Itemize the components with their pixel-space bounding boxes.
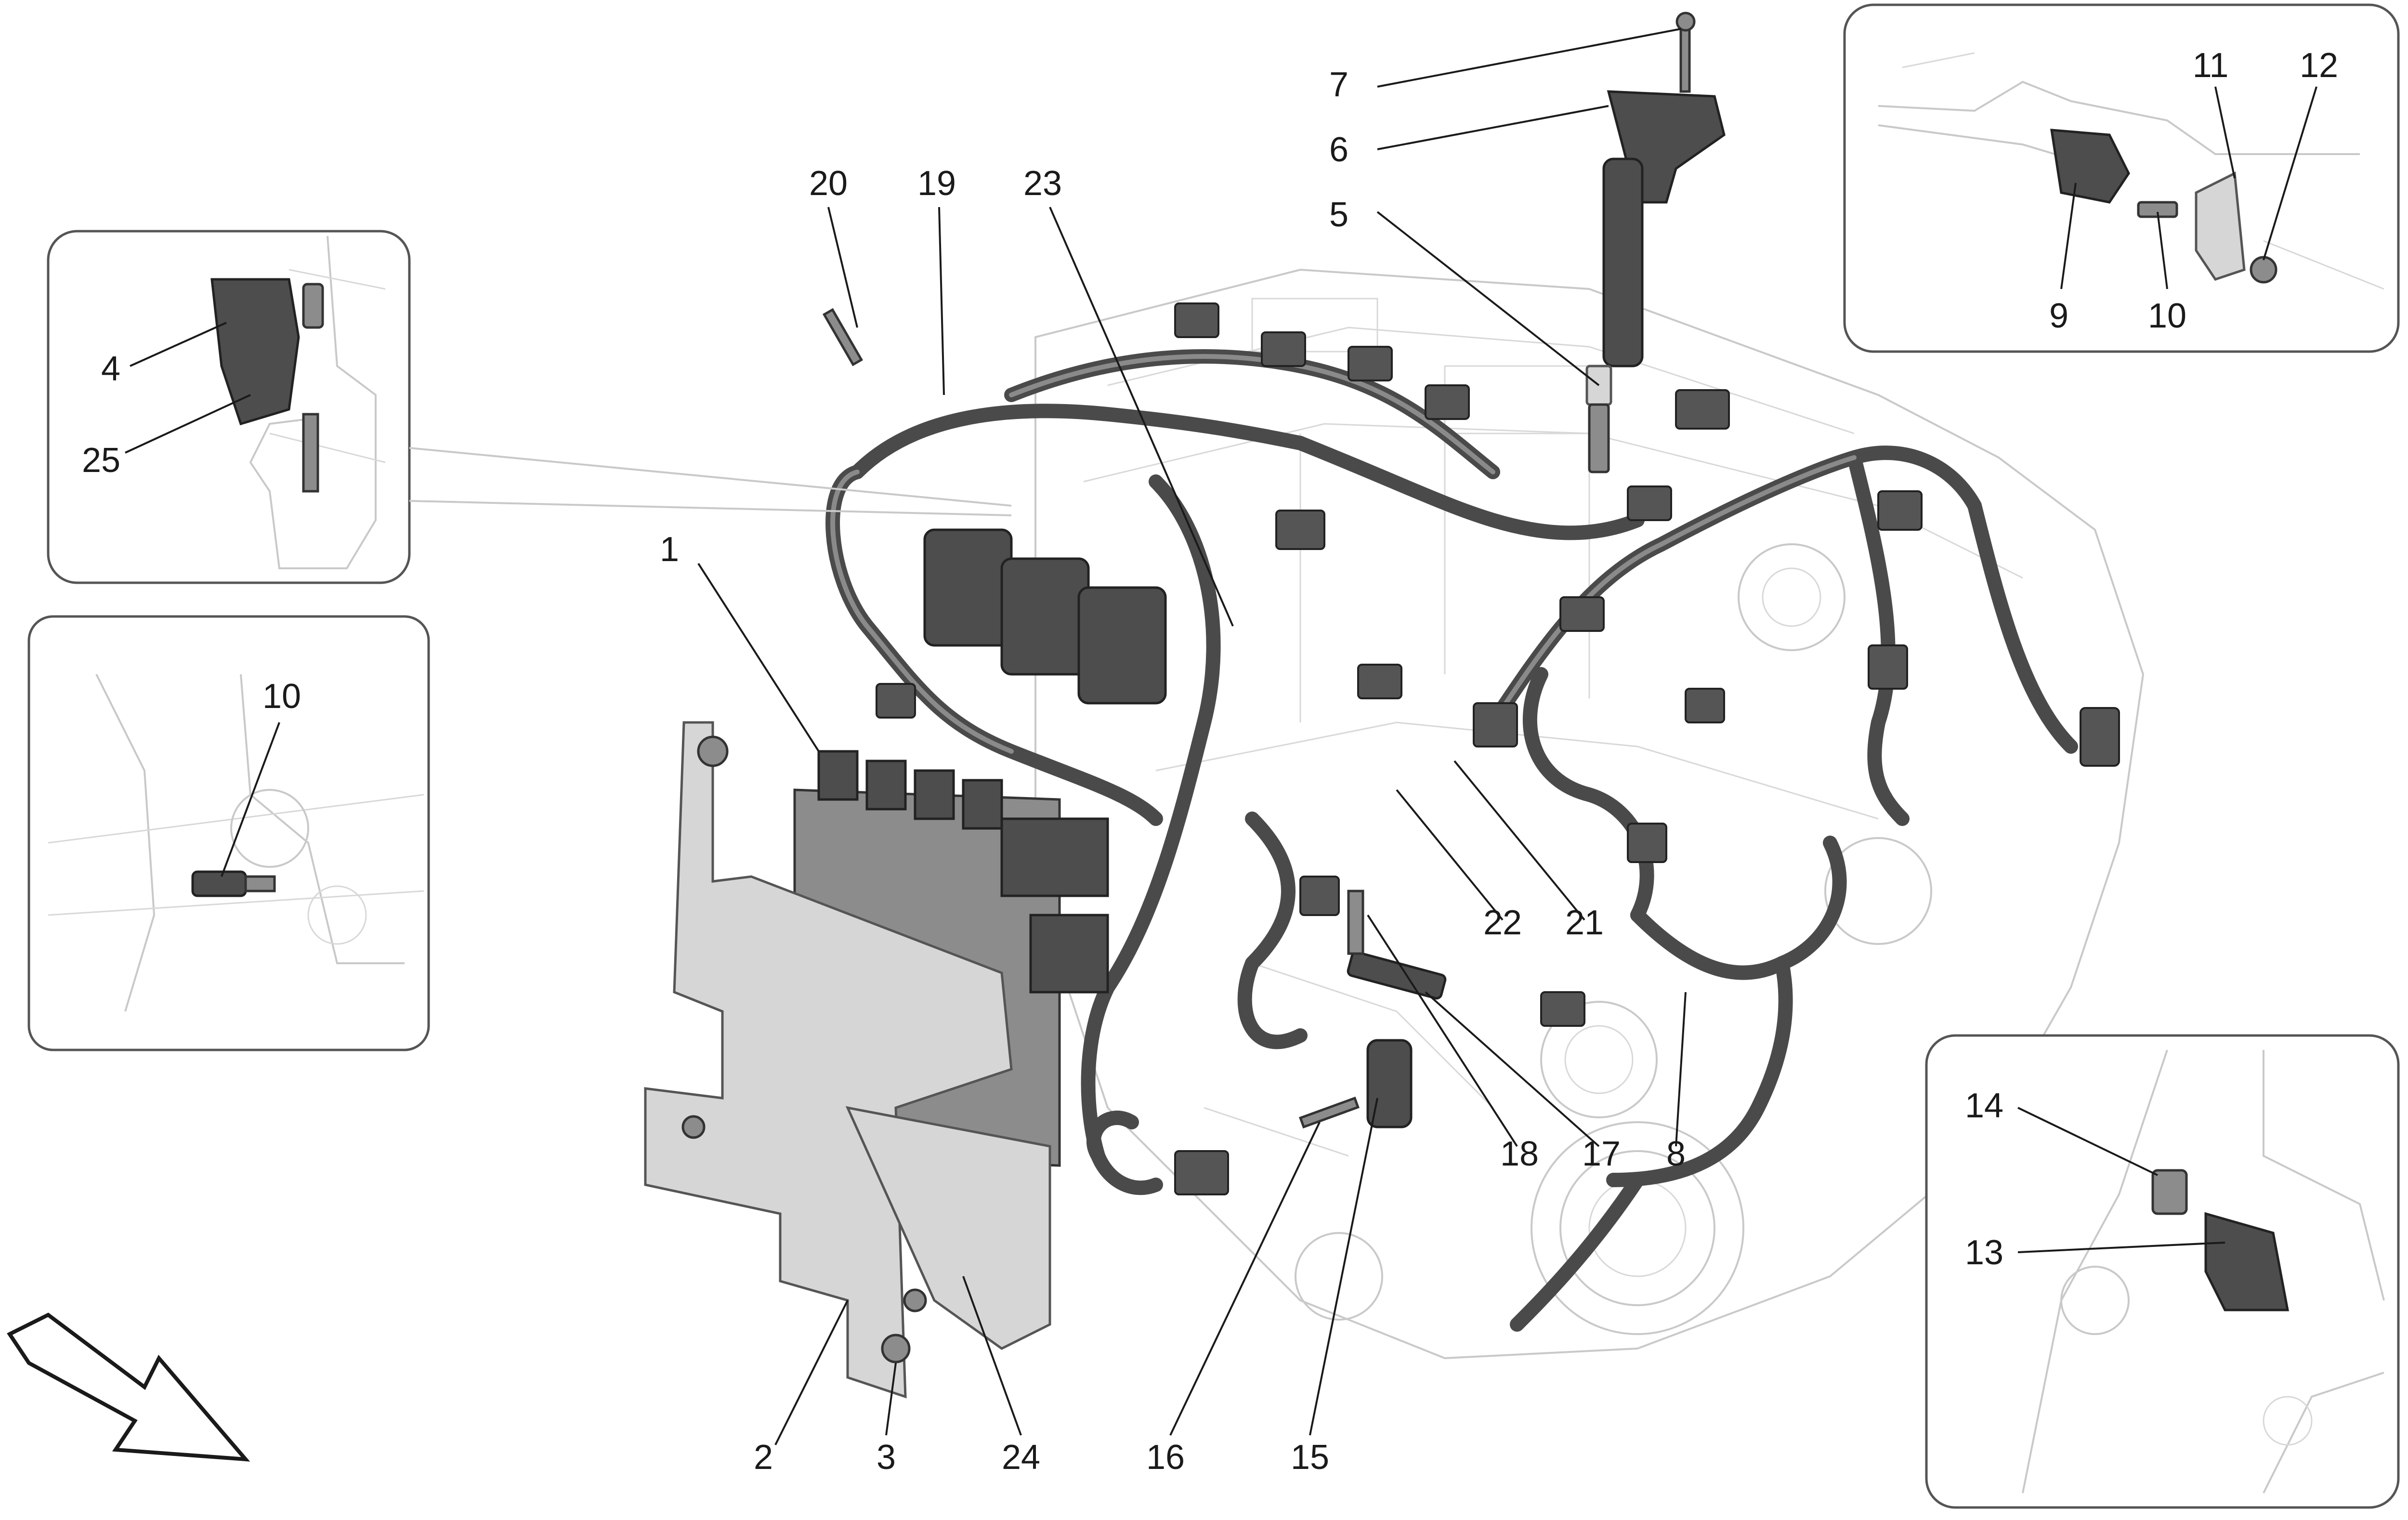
callout-2: 2 xyxy=(754,1438,773,1477)
callout-12: 12 xyxy=(2300,46,2338,85)
callout-9: 9 xyxy=(2049,297,2068,335)
callout-17: 17 xyxy=(1582,1135,1621,1173)
callout-18: 18 xyxy=(1500,1135,1539,1173)
callout-20: 20 xyxy=(809,164,848,203)
coil-pack-cluster xyxy=(923,528,1167,705)
callout-11: 11 xyxy=(2193,46,2229,85)
ecu-mounting-bracket xyxy=(644,721,1051,1399)
callout-4: 4 xyxy=(101,350,120,388)
knock-sensor-lower xyxy=(1366,1039,1413,1128)
callout-14: 14 xyxy=(1965,1087,2003,1125)
callout-22: 22 xyxy=(1483,904,1522,942)
direction-arrow-icon xyxy=(7,1312,250,1462)
inset-sensor-10-left xyxy=(27,615,430,1051)
callout-19: 19 xyxy=(917,164,956,203)
leader-lines xyxy=(125,28,2317,1445)
inset-sensor-4-25 xyxy=(47,230,1012,584)
callout-3: 3 xyxy=(877,1438,896,1477)
callout-23: 23 xyxy=(1023,164,1062,203)
callout-10-inset-right: 10 xyxy=(2148,297,2186,335)
callout-8: 8 xyxy=(1666,1135,1686,1173)
inset-sensor-13-14 xyxy=(1925,1034,2400,1509)
callout-24: 24 xyxy=(1002,1438,1040,1477)
callout-25: 25 xyxy=(82,441,120,480)
ignition-coil xyxy=(1602,90,1726,367)
coil-screw xyxy=(1675,12,1696,93)
callout-15: 15 xyxy=(1291,1438,1329,1477)
callout-labels: 1 2 3 4 25 5 6 7 8 9 10 10 11 12 13 14 1… xyxy=(82,46,2338,1477)
spark-plug xyxy=(1585,365,1612,473)
callout-16: 16 xyxy=(1146,1438,1185,1477)
harness-connectors xyxy=(876,302,2120,1195)
callout-10-inset-left: 10 xyxy=(262,677,301,716)
callout-7: 7 xyxy=(1329,66,1348,104)
callout-13: 13 xyxy=(1965,1233,2003,1272)
callout-5: 5 xyxy=(1329,196,1348,234)
sensor-screw xyxy=(1298,1096,1360,1129)
inset-sensor-9-12 xyxy=(1843,3,2400,353)
harness-bolt xyxy=(822,308,864,367)
callout-21: 21 xyxy=(1565,904,1604,942)
callout-1: 1 xyxy=(660,530,679,569)
temperature-sensor xyxy=(1347,890,1447,1000)
callout-6: 6 xyxy=(1329,131,1348,169)
bracket-screw xyxy=(881,1334,911,1363)
